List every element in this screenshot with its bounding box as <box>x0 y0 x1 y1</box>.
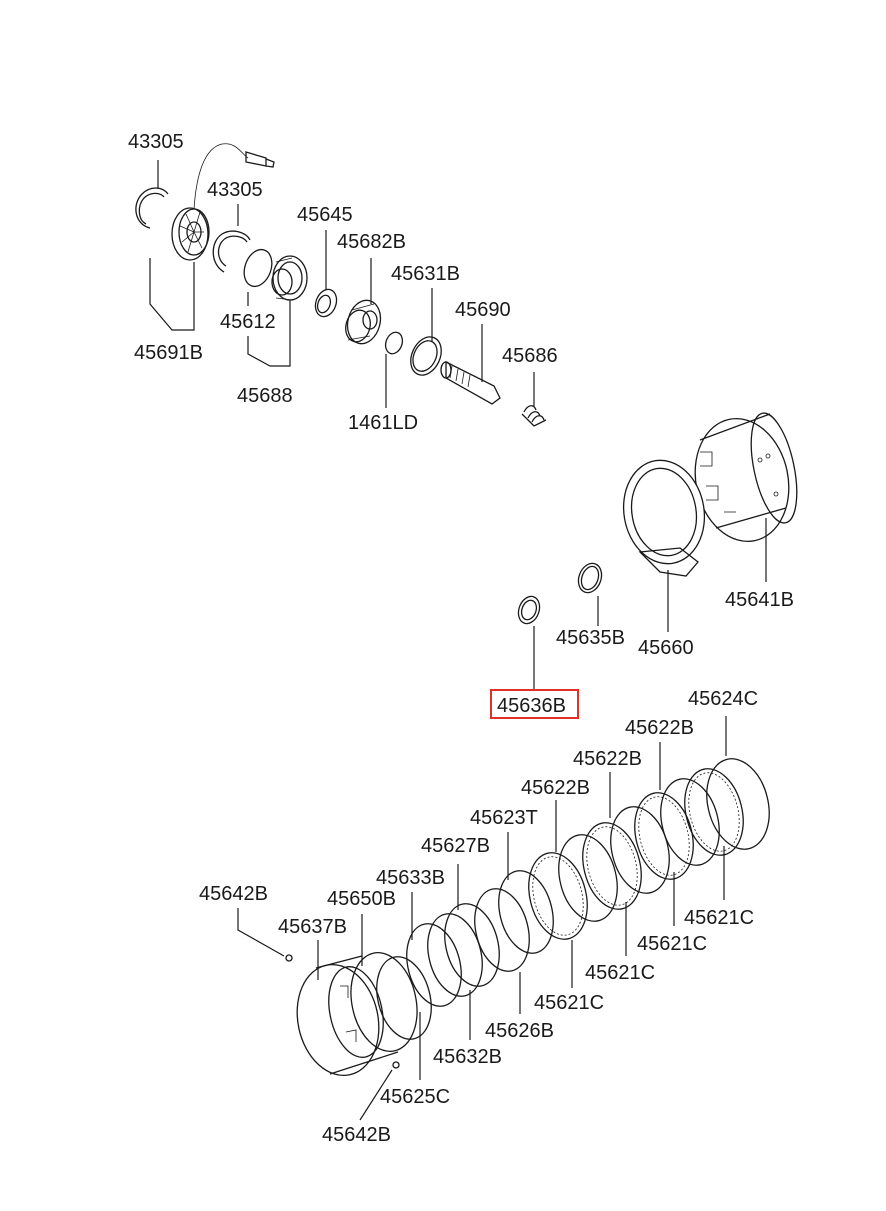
label-45682B[interactable]: 45682B <box>337 231 406 253</box>
label-45688[interactable]: 45688 <box>237 385 293 407</box>
plate-45622B-c[interactable] <box>652 773 728 872</box>
ring-45633B[interactable] <box>399 918 470 1012</box>
o-ring-1461LD[interactable] <box>383 330 406 356</box>
pin-45642B-a[interactable] <box>285 954 293 962</box>
plate-45621C-d[interactable] <box>676 763 752 862</box>
ring-45626B[interactable] <box>467 883 538 977</box>
clutch-pack-parts <box>285 752 778 1083</box>
plate-45622B-b[interactable] <box>602 801 678 900</box>
label-45641B[interactable]: 45641B <box>725 589 794 611</box>
label-45631B[interactable]: 45631B <box>391 263 460 285</box>
snap-ring-43305-b[interactable] <box>212 230 251 273</box>
label-45624C[interactable]: 45624C <box>688 688 758 710</box>
label-45621C-c[interactable]: 45621C <box>585 962 655 984</box>
o-ring-45612[interactable] <box>239 246 276 291</box>
ring-45650B[interactable] <box>369 951 440 1045</box>
plate-45624C[interactable] <box>698 752 778 856</box>
label-45686[interactable]: 45686 <box>502 345 558 367</box>
label-45691B[interactable]: 45691B <box>134 342 203 364</box>
top-assembly-parts <box>135 143 547 427</box>
label-45645[interactable]: 45645 <box>297 204 353 226</box>
seal-45645[interactable] <box>312 286 340 319</box>
pin-45642B-b[interactable] <box>392 1061 400 1069</box>
ring-45635B[interactable] <box>575 560 606 596</box>
label-45621C-b[interactable]: 45621C <box>637 933 707 955</box>
plate-45623T[interactable] <box>491 865 562 959</box>
label-45623T[interactable]: 45623T <box>470 807 538 829</box>
plate-45621C-a[interactable] <box>520 847 596 946</box>
label-45637B[interactable]: 45637B <box>278 916 347 938</box>
ring-45636B[interactable] <box>515 593 543 626</box>
label-45621C-a[interactable]: 45621C <box>684 907 754 929</box>
label-45632B[interactable]: 45632B <box>433 1046 502 1068</box>
label-45622B-b[interactable]: 45622B <box>573 748 642 770</box>
label-45612[interactable]: 45612 <box>220 311 276 333</box>
label-45622B-a[interactable]: 45622B <box>625 717 694 739</box>
label-45635B[interactable]: 45635B <box>556 627 625 649</box>
label-45650B[interactable]: 45650B <box>327 888 396 910</box>
sensor-45691B[interactable] <box>171 143 275 261</box>
drum-45637B[interactable] <box>287 946 425 1083</box>
spring-45686[interactable] <box>521 405 547 427</box>
label-45642B-a[interactable]: 45642B <box>199 883 268 905</box>
plate-45621C-b[interactable] <box>574 817 650 916</box>
band-45660[interactable] <box>616 454 713 577</box>
label-43305-b[interactable]: 43305 <box>207 179 263 201</box>
label-45625C[interactable]: 45625C <box>380 1086 450 1108</box>
part-labels: 43305 43305 45645 45682B 45631B 45690 45… <box>128 131 794 1146</box>
label-45642B-b[interactable]: 45642B <box>322 1124 391 1146</box>
label-45636B[interactable]: 45636B <box>497 695 566 717</box>
label-45627B[interactable]: 45627B <box>421 835 490 857</box>
label-45660[interactable]: 45660 <box>638 637 694 659</box>
bearing-45688[interactable] <box>271 255 308 301</box>
shaft-45690[interactable] <box>440 360 501 405</box>
ring-45627B[interactable] <box>437 898 508 992</box>
label-45622B-c[interactable]: 45622B <box>521 777 590 799</box>
highlight-box-45636B <box>490 689 579 719</box>
plate-45621C-c[interactable] <box>626 787 702 886</box>
hub-45682B[interactable] <box>342 297 385 348</box>
snap-ring-43305-a[interactable] <box>135 187 169 229</box>
label-45633B[interactable]: 45633B <box>376 867 445 889</box>
label-45626B[interactable]: 45626B <box>485 1020 554 1042</box>
label-45690[interactable]: 45690 <box>455 299 511 321</box>
ring-45632B[interactable] <box>420 908 491 1002</box>
leader-lines <box>149 160 767 1121</box>
plate-45622B-a[interactable] <box>550 829 626 928</box>
label-43305-a[interactable]: 43305 <box>128 131 184 153</box>
label-1461LD[interactable]: 1461LD <box>348 412 418 434</box>
label-45621C-d[interactable]: 45621C <box>534 992 604 1014</box>
middle-assembly-parts <box>515 412 798 626</box>
plate-stack <box>520 752 778 946</box>
